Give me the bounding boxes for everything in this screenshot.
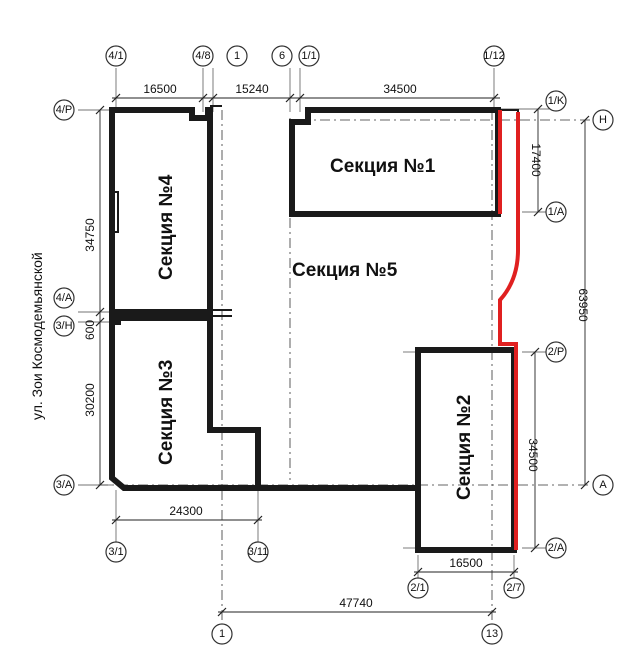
svg-text:2/7: 2/7 bbox=[506, 582, 521, 594]
axis-bubble-bottom-2: 3/11 bbox=[247, 541, 269, 563]
section-2-label: Секция №2 bbox=[454, 395, 475, 500]
svg-text:1/12: 1/12 bbox=[483, 50, 504, 62]
dim-right-63950: 63950 bbox=[576, 288, 590, 322]
axis-bubble-right-6: A bbox=[592, 474, 614, 496]
dim-left-600: 600 bbox=[83, 320, 97, 340]
axis-bubble-top-1: 4/1 bbox=[105, 45, 127, 67]
svg-text:2/P: 2/P bbox=[548, 346, 565, 358]
axis-bubble-bottom-4: 2/7 bbox=[503, 577, 525, 599]
svg-text:13: 13 bbox=[486, 628, 498, 640]
axis-bubble-right-3: 2/P bbox=[545, 341, 567, 363]
svg-text:1: 1 bbox=[219, 628, 225, 640]
axis-bubble-right-5: H bbox=[592, 109, 614, 131]
svg-text:1/K: 1/K bbox=[548, 95, 565, 107]
section-labels: Секция №1 Секция №2 Секция №3 Секция №4 … bbox=[156, 156, 475, 500]
svg-text:3/1: 3/1 bbox=[108, 546, 123, 558]
axis-bubble-left-1: 4/P bbox=[53, 99, 75, 121]
svg-text:4/8: 4/8 bbox=[195, 50, 210, 62]
svg-text:4/A: 4/A bbox=[56, 292, 73, 304]
section-4-notch bbox=[112, 191, 119, 233]
axis-bubble-top-6: 1/12 bbox=[483, 45, 505, 67]
section-5-label: Секция №5 bbox=[292, 260, 398, 281]
svg-text:4/P: 4/P bbox=[56, 104, 73, 116]
svg-text:1/A: 1/A bbox=[548, 206, 565, 218]
svg-text:1: 1 bbox=[234, 50, 240, 62]
axis-bubble-bottom-1: 3/1 bbox=[105, 541, 127, 563]
svg-text:4/1: 4/1 bbox=[108, 50, 123, 62]
svg-text:1/1: 1/1 bbox=[301, 50, 316, 62]
dim-top-15240: 15240 bbox=[235, 82, 269, 96]
svg-text:6: 6 bbox=[279, 50, 285, 62]
dim-bottom-47740: 47740 bbox=[339, 596, 373, 610]
section-1-label: Секция №1 bbox=[330, 156, 436, 177]
axis-bubble-right-1: 1/K bbox=[545, 90, 567, 112]
red-wall-section-2 bbox=[498, 112, 520, 550]
section-4-label: Секция №4 bbox=[156, 174, 177, 280]
svg-text:H: H bbox=[599, 114, 607, 126]
axis-bubble-top-2: 4/8 bbox=[192, 45, 214, 67]
dimension-lines bbox=[95, 93, 590, 617]
axis-bubble-right-2: 1/A bbox=[545, 201, 567, 223]
dim-left-34750: 34750 bbox=[83, 218, 97, 252]
dim-bottom-24300: 24300 bbox=[169, 504, 203, 518]
axis-bubble-left-4: 3/A bbox=[53, 474, 75, 496]
svg-text:3/11: 3/11 bbox=[248, 546, 269, 558]
axis-bubble-left-3: 3/H bbox=[53, 315, 75, 337]
dim-top-34500: 34500 bbox=[383, 82, 417, 96]
dim-left-30200: 30200 bbox=[83, 383, 97, 417]
axis-bubble-left-2: 4/A bbox=[53, 287, 75, 309]
svg-text:3/H: 3/H bbox=[55, 320, 72, 332]
svg-text:2/A: 2/A bbox=[548, 542, 565, 554]
dimension-labels: 16500 15240 34500 34750 600 30200 17400 … bbox=[83, 82, 590, 610]
axis-bubble-bottom-3: 2/1 bbox=[407, 577, 429, 599]
dim-right-17400: 17400 bbox=[529, 143, 543, 177]
axis-bubble-right-4: 2/A bbox=[545, 537, 567, 559]
section-4-outline bbox=[109, 107, 213, 325]
axis-bubble-top-4: 6 bbox=[271, 45, 293, 67]
section-3-outline bbox=[109, 315, 261, 491]
axis-bubble-bottom-6: 13 bbox=[481, 623, 503, 645]
svg-text:A: A bbox=[599, 479, 607, 491]
axis-bubble-bottom-5: 1 bbox=[211, 623, 233, 645]
street-label: ул. Зои Космодемьянской bbox=[29, 252, 45, 420]
svg-text:3/A: 3/A bbox=[56, 479, 73, 491]
dim-right-34500: 34500 bbox=[526, 438, 540, 472]
axis-bubble-top-3: 1 bbox=[226, 45, 248, 67]
extension-lines bbox=[78, 68, 560, 580]
highlighted-walls bbox=[498, 110, 520, 550]
section-3-label: Секция №3 bbox=[156, 360, 177, 465]
dim-top-16500: 16500 bbox=[143, 82, 177, 96]
axis-markers: 4/1 4/8 1 6 1/1 1/12 4/P 4/A 3/H 3/A 1/K… bbox=[53, 45, 614, 645]
axis-bubble-top-5: 1/1 bbox=[298, 45, 320, 67]
svg-text:2/1: 2/1 bbox=[410, 582, 425, 594]
dim-bottom-16500: 16500 bbox=[449, 556, 483, 570]
